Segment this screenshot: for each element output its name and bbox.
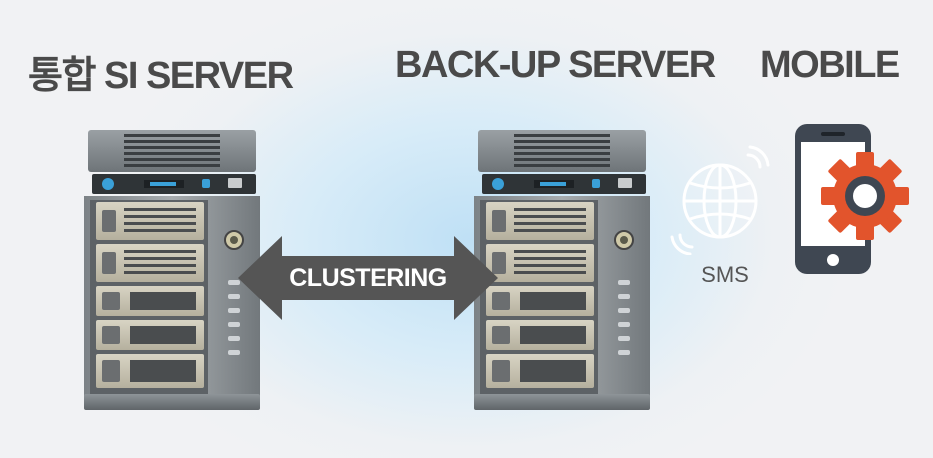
si-server-icon [84,130,260,410]
clustering-label: CLUSTERING [289,264,447,292]
backup-server-title: BACK-UP SERVER [395,44,716,86]
clustering-arrow: CLUSTERING [238,236,498,320]
si-server-title: 통합 SI SERVER [28,55,294,97]
double-arrow-icon [238,236,498,320]
mobile-phone-icon [795,124,910,276]
sms-label: SMS [701,262,749,287]
gear-icon [821,152,909,240]
mobile-title: MOBILE [760,44,900,86]
globe-icon [668,143,774,256]
backup-server-icon [474,130,650,410]
